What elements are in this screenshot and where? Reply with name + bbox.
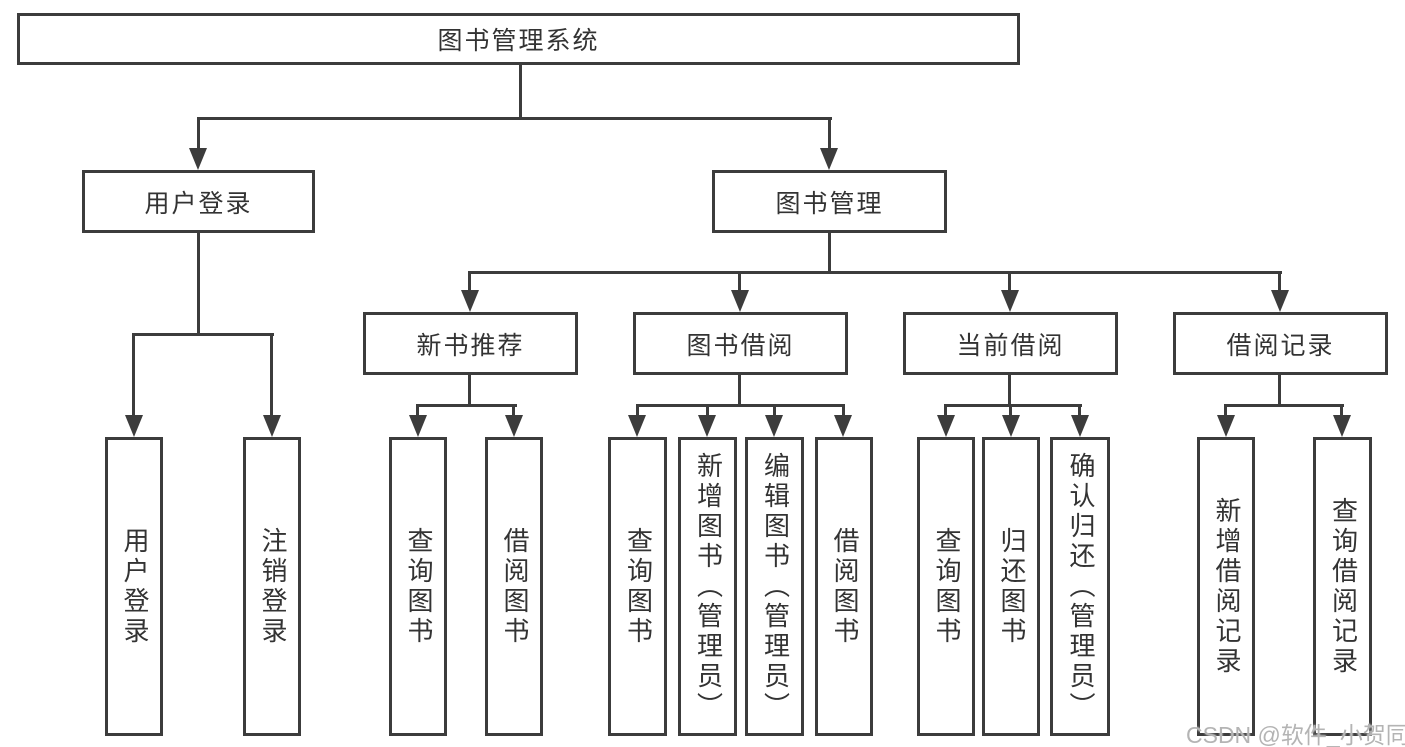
connector-line [468, 374, 471, 407]
connector-line [944, 404, 1082, 407]
arrow-down-icon [1001, 290, 1019, 312]
node-new-book-recommend-label: 新书推荐 [416, 332, 525, 360]
connector-line [270, 333, 273, 417]
node-current-borrow: 当前借阅 [903, 312, 1118, 375]
connector-line [197, 117, 200, 151]
node-new-book-recommend: 新书推荐 [363, 312, 578, 375]
leaf-edit-book-admin: 编辑图书（管理员） [745, 437, 804, 736]
arrow-down-icon [1002, 415, 1020, 437]
leaf-logout: 注销登录 [243, 437, 301, 736]
leaf-return-book-label: 归还图书 [997, 526, 1026, 647]
arrow-down-icon [409, 415, 427, 437]
arrow-down-icon [1217, 415, 1235, 437]
connector-line [842, 404, 845, 417]
node-root-label: 图书管理系统 [437, 28, 600, 55]
leaf-borrow-books-label: 借阅图书 [830, 526, 859, 647]
node-book-management-label: 图书管理 [775, 190, 884, 218]
node-book-borrow-label: 图书借阅 [686, 332, 795, 360]
leaf-borrow-books-recommend: 借阅图书 [485, 437, 543, 736]
connector-line [416, 404, 419, 417]
connector-line [519, 64, 522, 119]
connector-line [1278, 374, 1281, 407]
node-user-login: 用户登录 [82, 170, 315, 233]
leaf-query-books-borrow-label: 查询图书 [623, 526, 653, 647]
leaf-user-login: 用户登录 [105, 437, 163, 736]
connector-line [469, 271, 1282, 274]
leaf-confirm-return-admin: 确认归还（管理员） [1050, 437, 1110, 736]
connector-line [828, 233, 831, 274]
leaf-query-books-borrow: 查询图书 [608, 437, 667, 736]
arrow-down-icon [1333, 415, 1351, 437]
connector-line [512, 404, 515, 417]
arrow-down-icon [731, 290, 749, 312]
arrow-down-icon [1071, 415, 1089, 437]
arrow-down-icon [1271, 290, 1289, 312]
connector-line [706, 404, 709, 417]
leaf-query-borrow-record: 查询借阅记录 [1313, 437, 1372, 736]
leaf-user-login-label: 用户登录 [120, 526, 149, 647]
leaf-add-book-admin: 新增图书（管理员） [678, 437, 737, 736]
leaf-query-books-recommend-label: 查询图书 [404, 526, 433, 647]
connector-line [738, 271, 741, 292]
leaf-query-books-current-label: 查询图书 [932, 526, 961, 647]
arrow-down-icon [505, 415, 523, 437]
leaf-logout-label: 注销登录 [258, 526, 287, 647]
node-book-management: 图书管理 [712, 170, 947, 233]
leaf-add-book-admin-label: 新增图书（管理员） [693, 451, 723, 722]
connector-line [1224, 404, 1227, 417]
arrow-down-icon [263, 415, 281, 437]
connector-line [1008, 271, 1011, 292]
node-borrow-records: 借阅记录 [1173, 312, 1388, 375]
node-current-borrow-label: 当前借阅 [956, 332, 1065, 360]
node-borrow-records-label: 借阅记录 [1226, 332, 1335, 360]
connector-line [416, 404, 517, 407]
leaf-query-books-recommend: 查询图书 [389, 437, 447, 736]
connector-line [1008, 374, 1011, 407]
node-user-login-label: 用户登录 [144, 190, 253, 218]
arrow-down-icon [698, 415, 716, 437]
leaf-edit-book-admin-label: 编辑图书（管理员） [760, 451, 790, 722]
leaf-return-book: 归还图书 [982, 437, 1040, 736]
connector-line [636, 404, 639, 417]
connector-line [944, 404, 947, 417]
connector-line [468, 271, 471, 292]
leaf-query-books-current: 查询图书 [917, 437, 975, 736]
leaf-add-borrow-record-label: 新增借阅记录 [1212, 496, 1241, 677]
connector-line [197, 232, 200, 336]
connector-line [1224, 404, 1344, 407]
connector-line [738, 374, 741, 407]
connector-line [1078, 404, 1081, 417]
connector-line [132, 333, 135, 417]
connector-line [1340, 404, 1343, 417]
node-book-borrow: 图书借阅 [633, 312, 848, 375]
leaf-borrow-books-recommend-label: 借阅图书 [500, 526, 529, 647]
csdn-watermark: CSDN @软件_小贺同学 [1186, 722, 1405, 747]
leaf-add-borrow-record: 新增借阅记录 [1197, 437, 1255, 736]
connector-line [636, 404, 845, 407]
connector-line [828, 117, 831, 151]
arrow-down-icon [820, 148, 838, 170]
leaf-query-borrow-record-label: 查询借阅记录 [1328, 496, 1358, 677]
arrow-down-icon [189, 148, 207, 170]
arrow-down-icon [628, 415, 646, 437]
connector-line [198, 117, 832, 120]
connector-line [773, 404, 776, 417]
leaf-borrow-books: 借阅图书 [815, 437, 873, 736]
arrow-down-icon [461, 290, 479, 312]
leaf-confirm-return-admin-label: 确认归还（管理员） [1066, 451, 1095, 722]
connector-line [1278, 271, 1281, 292]
arrow-down-icon [937, 415, 955, 437]
arrow-down-icon [125, 415, 143, 437]
arrow-down-icon [765, 415, 783, 437]
connector-line [133, 333, 274, 336]
arrow-down-icon [834, 415, 852, 437]
connector-line [1009, 404, 1012, 417]
node-root: 图书管理系统 [17, 13, 1020, 65]
